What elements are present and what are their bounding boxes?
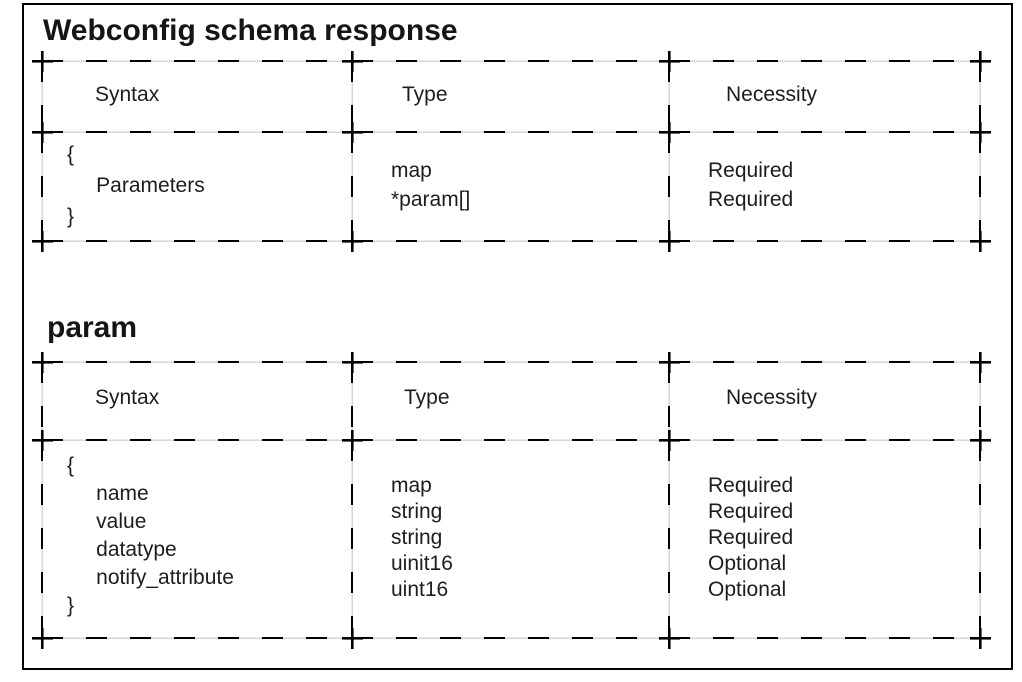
table-grid-line — [42, 438, 352, 442]
table-grid-intersection — [658, 351, 680, 373]
table-grid-line — [978, 132, 982, 241]
cell-syntax: { Parameters } — [67, 143, 205, 228]
table-grid-intersection — [658, 230, 680, 252]
table-grid-line — [350, 61, 354, 132]
column-header-necessity: Necessity — [726, 83, 818, 106]
table-grid-line — [352, 438, 669, 442]
cell-necessity: Required Required Required Optional Opti… — [708, 474, 794, 601]
table-grid-line — [352, 130, 669, 134]
table-grid-line — [667, 440, 671, 638]
table-grid-line — [40, 362, 44, 440]
table-grid-line — [669, 360, 980, 364]
table-grid-line — [350, 132, 354, 241]
table-grid-line — [352, 360, 669, 364]
table-grid-line — [667, 61, 671, 132]
outer-frame — [22, 3, 1013, 670]
column-header-type: Type — [404, 386, 450, 409]
column-header-type: Type — [402, 83, 448, 106]
table-grid-line — [978, 362, 982, 440]
table-grid-line — [669, 438, 980, 442]
cell-necessity: Required Required — [708, 159, 794, 211]
table-grid-line — [40, 61, 44, 132]
table-grid-line — [42, 239, 352, 243]
table-grid-line — [350, 362, 354, 440]
table-grid-line — [40, 132, 44, 241]
table-grid-line — [350, 440, 354, 638]
table-grid-line — [978, 440, 982, 638]
table-grid-intersection — [969, 429, 991, 451]
table-grid-line — [40, 440, 44, 638]
table-grid-intersection — [31, 121, 53, 143]
table-grid-intersection — [658, 50, 680, 72]
webconfig-schema-response-table: Syntax Type Necessity { Parameters } map… — [31, 50, 991, 252]
table-grid-line — [352, 239, 669, 243]
section-title-webconfig-schema-response: Webconfig schema response — [43, 14, 458, 47]
table-grid-intersection — [969, 627, 991, 649]
table-grid-line — [352, 636, 669, 640]
table-grid-intersection — [31, 627, 53, 649]
table-grid-line — [42, 59, 352, 63]
table-grid-line — [669, 636, 980, 640]
table-grid-intersection — [31, 230, 53, 252]
table-grid-intersection — [341, 50, 363, 72]
cell-syntax: { name value datatype notify_attribute } — [67, 454, 234, 617]
table-grid-line — [669, 130, 980, 134]
cell-type: map string string uinit16 uint16 — [391, 474, 453, 601]
table-grid-intersection — [658, 627, 680, 649]
table-grid-line — [42, 360, 352, 364]
param-table: Syntax Type Necessity { name value datat… — [31, 351, 991, 649]
table-grid-intersection — [341, 429, 363, 451]
table-grid-line — [667, 132, 671, 241]
table-grid-line — [667, 362, 671, 440]
cell-type: map *param[] — [391, 159, 471, 211]
table-grid-intersection — [31, 429, 53, 451]
table-grid-intersection — [341, 627, 363, 649]
table-grid-intersection — [658, 121, 680, 143]
table-grid-intersection — [341, 230, 363, 252]
column-header-syntax: Syntax — [95, 83, 160, 106]
table-grid-line — [352, 59, 669, 63]
table-grid-line — [669, 239, 980, 243]
table-grid-line — [42, 636, 352, 640]
table-grid-intersection — [658, 429, 680, 451]
section-title-param: param — [47, 311, 138, 344]
column-header-necessity: Necessity — [726, 386, 818, 409]
table-grid-line — [669, 59, 980, 63]
table-grid-intersection — [969, 50, 991, 72]
table-grid-intersection — [969, 121, 991, 143]
table-grid-intersection — [341, 351, 363, 373]
table-grid-intersection — [969, 230, 991, 252]
table-grid-line — [42, 130, 352, 134]
table-grid-intersection — [341, 121, 363, 143]
table-grid-intersection — [31, 351, 53, 373]
column-header-syntax: Syntax — [95, 386, 160, 409]
table-grid-intersection — [31, 50, 53, 72]
table-grid-line — [978, 61, 982, 132]
table-grid-intersection — [969, 351, 991, 373]
